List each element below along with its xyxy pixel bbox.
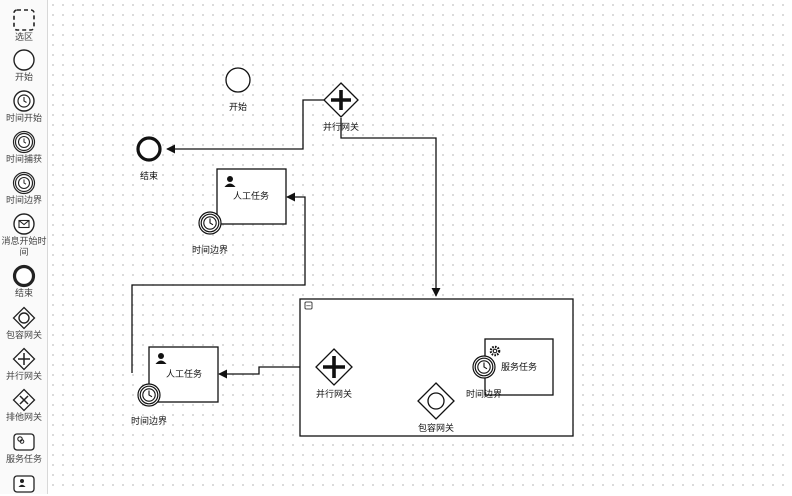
diagram-canvas[interactable]: 开始 并行网关 结束 人工任务 时间边界	[48, 0, 792, 494]
timer-boundary-top-label: 时间边界	[192, 244, 228, 256]
palette-service-task[interactable]: 服务任务	[0, 430, 48, 466]
parallel-gateway-icon	[12, 347, 36, 371]
palette-message-start[interactable]: 消息开始时间	[0, 212, 48, 259]
sub-inclusive-gateway[interactable]	[417, 382, 455, 420]
palette-parallel-gateway-label: 并行网关	[5, 372, 42, 382]
sub-service-task[interactable]	[484, 338, 554, 396]
gear-icon	[489, 345, 501, 357]
palette-exclusive-gateway[interactable]: 排他网关	[0, 388, 48, 424]
exclusive-gateway-icon	[12, 388, 36, 412]
palette-end-event[interactable]: 结束	[0, 264, 48, 300]
end-event-label: 结束	[140, 170, 158, 182]
palette-service-task-label: 服务任务	[5, 455, 42, 465]
user-icon	[224, 176, 236, 187]
user-task-bottom-label: 人工任务	[166, 368, 202, 380]
flow-gateway-to-subprocess[interactable]	[340, 118, 441, 297]
collapse-marker: −	[306, 302, 312, 310]
timer-boundary-top[interactable]	[198, 211, 222, 235]
palette-exclusive-gateway-label: 排他网关	[5, 413, 42, 423]
palette-message-start-label: 消息开始时间	[1, 237, 47, 258]
collapse-toggle[interactable]	[304, 301, 313, 310]
parallel-gateway-top[interactable]	[323, 82, 359, 118]
flow-gateway-to-end[interactable]	[166, 99, 325, 154]
start-event-label: 开始	[229, 101, 247, 113]
end-event-icon	[12, 264, 36, 288]
palette-select-tool[interactable]: 选区	[0, 8, 48, 44]
user-task-top-label: 人工任务	[233, 190, 269, 202]
palette-timer-boundary[interactable]: 时间边界	[0, 171, 48, 207]
sub-timer-boundary[interactable]	[472, 355, 496, 379]
tool-palette: 选区 开始 时间开始 时间捕获 时间边界	[0, 0, 48, 494]
sub-timer-boundary-label: 时间边界	[466, 388, 502, 400]
message-start-icon	[13, 213, 35, 235]
user-icon	[155, 353, 167, 364]
palette-timer-boundary-label: 时间边界	[5, 196, 42, 206]
palette-timer-catch[interactable]: 时间捕获	[0, 130, 48, 166]
sub-parallel-gateway-label: 并行网关	[316, 388, 352, 400]
timer-boundary-bottom-label: 时间边界	[131, 415, 167, 427]
start-event[interactable]	[225, 67, 251, 93]
palette-select-label: 选区	[14, 33, 33, 43]
sub-service-task-label: 服务任务	[501, 361, 537, 373]
timer-start-icon	[13, 90, 35, 112]
lasso-select-icon	[13, 9, 35, 31]
user-task-bottom[interactable]	[148, 346, 219, 403]
start-event-icon	[13, 49, 35, 71]
parallel-gateway-top-label: 并行网关	[323, 121, 359, 133]
flow-subprocess-to-user-task[interactable]	[218, 366, 300, 379]
palette-start-label: 开始	[14, 73, 33, 83]
timer-boundary-bottom[interactable]	[137, 383, 161, 407]
palette-timer-catch-label: 时间捕获	[5, 155, 42, 165]
palette-timer-start-label: 时间开始	[5, 114, 42, 124]
inclusive-gateway-icon	[12, 306, 36, 330]
flow-boundary-to-user-task[interactable]	[131, 192, 306, 373]
sub-parallel-gateway[interactable]	[315, 348, 353, 386]
user-task-icon	[13, 475, 35, 493]
bpmn-diagram: 开始 并行网关 结束 人工任务 时间边界	[131, 67, 574, 437]
end-event[interactable]	[136, 136, 162, 162]
sub-inclusive-gateway-label: 包容网关	[418, 422, 454, 434]
palette-timer-start[interactable]: 时间开始	[0, 89, 48, 125]
palette-end-label: 结束	[14, 289, 33, 299]
service-task-icon	[13, 433, 35, 451]
palette-user-task[interactable]	[0, 472, 48, 496]
palette-inclusive-gateway[interactable]: 包容网关	[0, 306, 48, 342]
timer-catch-icon	[12, 130, 36, 154]
timer-boundary-icon	[12, 171, 36, 195]
user-task-top[interactable]	[216, 168, 287, 225]
palette-parallel-gateway[interactable]: 并行网关	[0, 347, 48, 383]
palette-start-event[interactable]: 开始	[0, 48, 48, 84]
palette-inclusive-gateway-label: 包容网关	[5, 331, 42, 341]
